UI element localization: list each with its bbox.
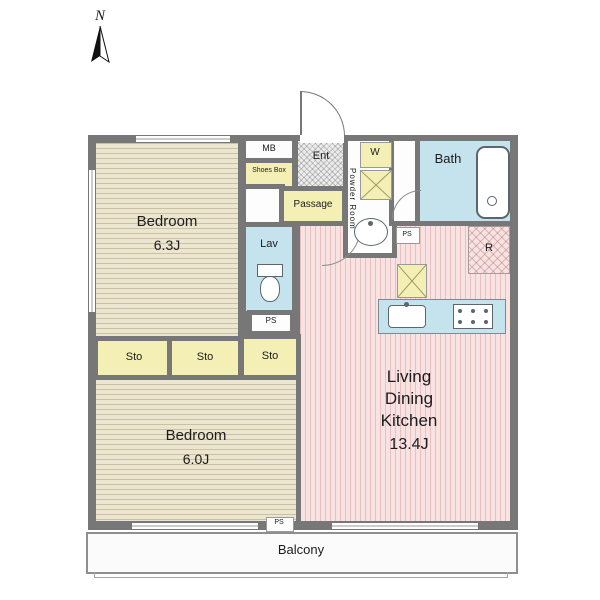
entrance-label: Ent: [312, 150, 330, 162]
entry-corridor: [246, 189, 280, 225]
pipe-space-ldk-label: PS: [402, 231, 412, 238]
storage-2-label: Sto: [196, 351, 214, 363]
bedroom-lower-area: 6.0J: [182, 451, 210, 467]
faucet-icon: [404, 302, 409, 307]
bedroom-upper-area: 6.3J: [153, 237, 181, 253]
meter-box: [246, 141, 292, 161]
window-bedroom-lower-balcony: [132, 523, 258, 529]
shoes-box-label: Shoes Box: [252, 167, 286, 174]
north-label: N: [94, 8, 106, 24]
entrance-opening: [300, 135, 344, 143]
ldk-label-dining: Dining: [384, 389, 434, 408]
entrance-tile: [298, 141, 344, 189]
storage-2: [172, 341, 238, 375]
washer-box: [360, 142, 392, 168]
passage: [284, 191, 342, 221]
toilet-icon: [260, 276, 280, 302]
kitchen-sink-icon: [388, 305, 426, 328]
window-bedroom-upper-left: [89, 170, 95, 312]
storage-3: [244, 339, 296, 375]
passage-label: Passage: [293, 199, 333, 210]
north-arrow-icon: [88, 24, 112, 64]
lavatory-label: Lav: [260, 238, 278, 250]
bedroom-lower-name: Bedroom: [165, 427, 227, 444]
storage-1-label: Sto: [125, 351, 143, 363]
balcony: [86, 532, 518, 574]
fridge-space: [468, 226, 510, 274]
washbasin-tap-icon: [368, 221, 373, 226]
ldk-label-living: Living: [386, 367, 432, 386]
powder-room-label: Powder Room: [348, 168, 357, 230]
laundry-pan-icon: [360, 170, 392, 200]
entrance-door-leaf: [300, 91, 302, 135]
pipe-space-ldk: [396, 227, 420, 244]
storage-3-label: Sto: [261, 350, 279, 362]
storage-1: [98, 341, 168, 375]
bathtub-icon: [476, 146, 510, 219]
bathtub-drain-icon: [487, 196, 497, 206]
cupboard-icon: [397, 264, 427, 298]
meter-box-label: MB: [262, 143, 276, 153]
entrance-door-arc: [300, 91, 345, 136]
balcony-label: Balcony: [277, 542, 325, 557]
room-bedroom-upper: [96, 143, 238, 337]
pipe-space-bottom: [266, 517, 294, 532]
washer-label: W: [370, 147, 380, 158]
ldk-label-kitchen: Kitchen: [380, 411, 438, 430]
bath-label: Bath: [434, 151, 462, 166]
stove-icon: [453, 304, 493, 329]
window-bedroom-upper-top: [136, 136, 230, 142]
balcony-rail-line: [94, 572, 508, 578]
window-ldk-balcony: [332, 523, 478, 529]
fridge-label: R: [485, 242, 493, 254]
pipe-space-lav-label: PS: [265, 316, 277, 325]
room-bedroom-lower: [96, 379, 296, 521]
pipe-space-bottom-label: PS: [274, 519, 284, 526]
pipe-space-lav: [252, 315, 290, 331]
shoes-box: [246, 163, 292, 187]
ldk-area: 13.4J: [389, 436, 429, 453]
bedroom-upper-name: Bedroom: [136, 213, 198, 230]
